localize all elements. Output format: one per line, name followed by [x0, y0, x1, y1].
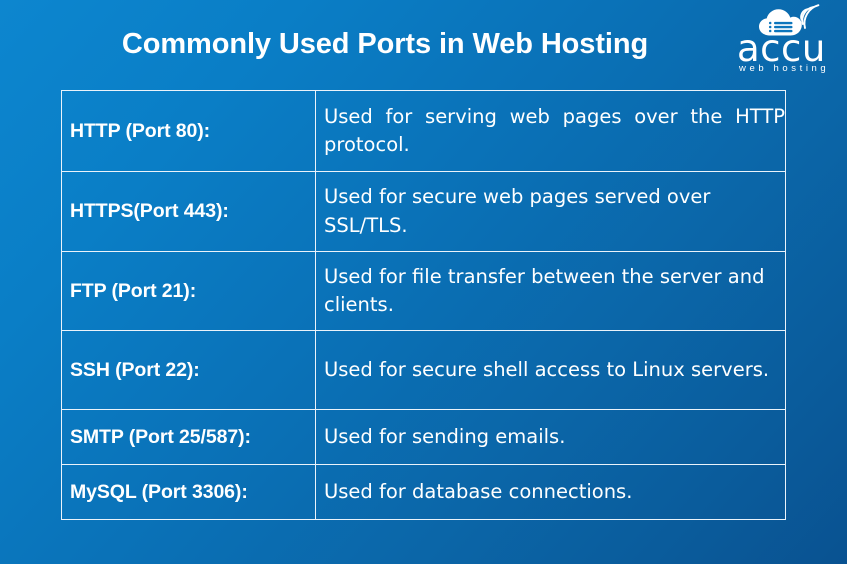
port-description-cell: Used for secure shell access to Linux se… [315, 330, 786, 410]
table-row: SSH (Port 22): Used for secure shell acc… [61, 330, 786, 410]
logo-wordmark: accu [737, 27, 826, 70]
port-description-cell: Used for database connections. [315, 464, 786, 520]
port-name-cell: SMTP (Port 25/587): [61, 409, 316, 465]
port-description-cell: Used for file transfer between the serve… [315, 251, 786, 331]
logo-tagline: web hosting [739, 63, 830, 74]
port-name-cell: FTP (Port 21): [61, 251, 316, 331]
port-name-cell: MySQL (Port 3306): [61, 464, 316, 520]
port-name-cell: HTTPS(Port 443): [61, 171, 316, 252]
port-description-cell: Used for secure web pages served over SS… [315, 171, 786, 252]
cloud-server-wifi-icon [757, 4, 823, 38]
port-description-cell: Used for sending emails. [315, 409, 786, 465]
table-row: HTTP (Port 80): Used for serving web pag… [61, 90, 786, 172]
port-description-cell: Used for serving web pages over the HTTP… [315, 90, 786, 172]
port-name-cell: HTTP (Port 80): [61, 90, 316, 172]
brand-logo: accu web hosting [737, 4, 847, 76]
table-row: MySQL (Port 3306): Used for database con… [61, 464, 786, 520]
table-row: HTTPS(Port 443): Used for secure web pag… [61, 171, 786, 252]
port-name-cell: SSH (Port 22): [61, 330, 316, 410]
ports-table: HTTP (Port 80): Used for serving web pag… [61, 90, 786, 520]
table-row: FTP (Port 21): Used for file transfer be… [61, 251, 786, 331]
page-title: Commonly Used Ports in Web Hosting [121, 28, 649, 60]
table-row: SMTP (Port 25/587): Used for sending ema… [61, 409, 786, 465]
